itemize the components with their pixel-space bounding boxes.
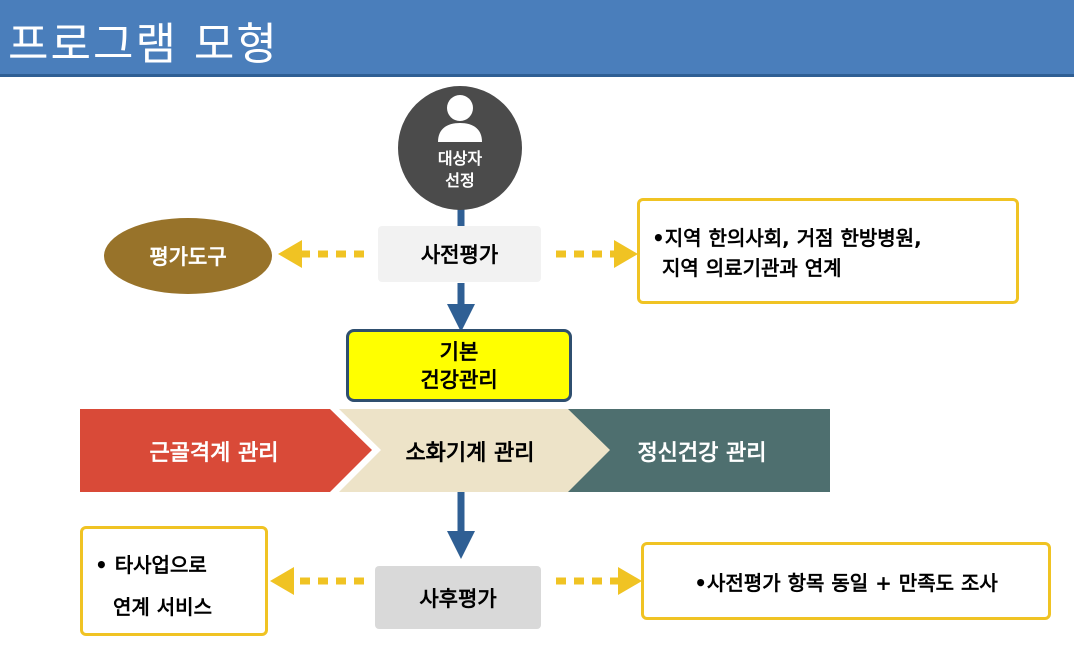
assessment-tool-label: 평가도구	[149, 245, 227, 269]
target-selection-node	[398, 86, 522, 210]
post-left-line-2: 연계 서비스	[113, 595, 212, 619]
post-assessment-box: 사후평가	[375, 566, 541, 629]
basic-health-box: 기본 건강관리	[346, 329, 572, 402]
page-title: 프로그램 모형	[8, 19, 279, 70]
dashed-arrow-left-bottom	[270, 567, 364, 595]
dashed-arrow-left-top	[278, 240, 364, 268]
band-label-digestive: 소화기계 관리	[405, 440, 535, 466]
pre-note-line-2: 지역 의료기관과 연계	[662, 256, 842, 280]
band-label-mental-health: 정신건강 관리	[637, 440, 767, 466]
band-segment-teal	[560, 409, 830, 492]
post-assessment-label: 사후평가	[419, 586, 497, 611]
pre-note-line-1: •지역 한의사회, 거점 한방병원,	[652, 226, 922, 250]
band-segment-beige	[339, 409, 610, 492]
pre-assessment-label: 사전평가	[420, 243, 499, 267]
pre-linkage-note-box: •지역 한의사회, 거점 한방병원, 지역 의료기관과 연계	[637, 198, 1019, 304]
pre-assessment-box: 사전평가	[378, 226, 541, 282]
assessment-tool-ellipse: 평가도구	[104, 218, 272, 294]
post-linkage-note-box: • 타사업으로 연계 서비스	[80, 526, 268, 636]
post-survey-note-box: •사전평가 항목 동일 + 만족도 조사	[641, 542, 1051, 620]
target-label-line-1: 대상자	[437, 149, 483, 168]
target-selection-label: 대상자 선정	[398, 148, 522, 192]
dashed-arrow-right-bottom	[556, 567, 642, 595]
header-underline	[0, 74, 1074, 77]
person-silhouette-icon	[438, 95, 482, 142]
header-bar	[0, 0, 1074, 74]
basic-label-line-2: 건강관리	[420, 367, 498, 392]
band-segment-red	[80, 409, 372, 492]
basic-label-line-1: 기본	[439, 339, 479, 364]
post-left-line-1: • 타사업으로	[95, 553, 207, 577]
target-label-line-2: 선정	[445, 171, 475, 190]
band-label-musculoskeletal: 근골격계 관리	[149, 440, 279, 466]
post-survey-note-text: •사전평가 항목 동일 + 만족도 조사	[694, 570, 998, 595]
dashed-arrow-right-top	[556, 240, 638, 268]
